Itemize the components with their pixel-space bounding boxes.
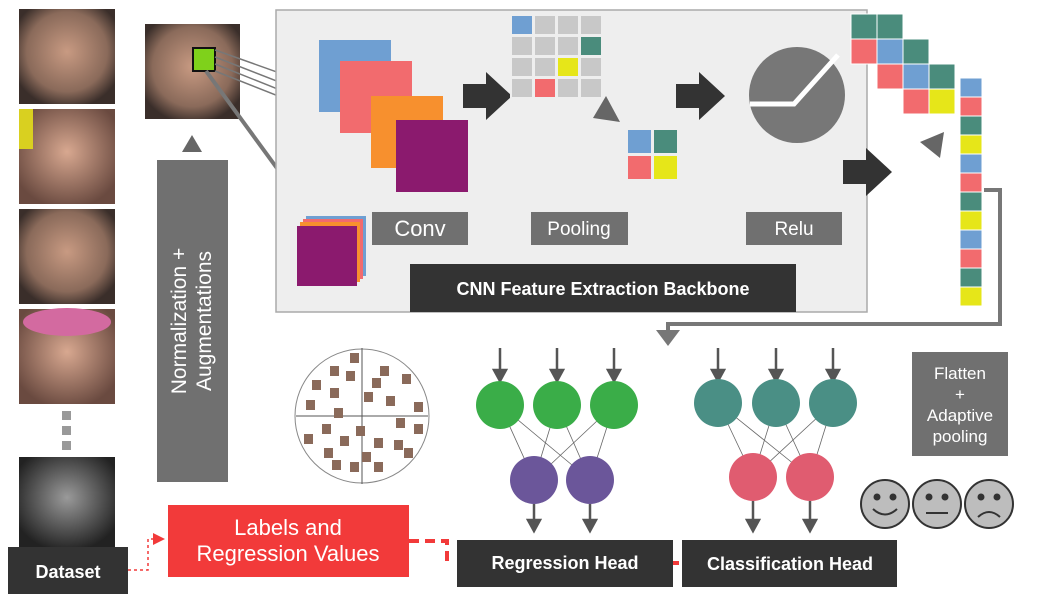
classification-output-node-2 <box>786 453 834 501</box>
dataset-label: Dataset <box>35 562 100 582</box>
normalization-label-line2: Augmentations <box>193 251 216 391</box>
arrow-relu-to-output <box>843 148 892 196</box>
regression-input-node-2 <box>533 381 581 429</box>
pooling-label: Pooling <box>547 219 610 240</box>
pooling-label-box <box>531 212 628 245</box>
flatten-label-3: Adaptive <box>927 406 993 425</box>
arrow-pool-to-relu <box>676 72 725 120</box>
arrow-conv-to-grid <box>463 72 512 120</box>
face-image-1 <box>19 9 115 104</box>
classification-input-node-2 <box>752 379 800 427</box>
circumplex-plot <box>294 348 430 484</box>
relu-label: Relu <box>774 219 813 240</box>
regression-network <box>476 348 638 534</box>
relu-label-box <box>746 212 842 245</box>
vector-to-heads-connector <box>666 188 1002 334</box>
dataset-to-labels-connector <box>128 533 165 571</box>
classification-input-node-1 <box>694 379 742 427</box>
crop-patch <box>192 47 216 72</box>
backbone-title: CNN Feature Extraction Backbone <box>456 279 749 299</box>
regression-head-label: Regression Head <box>491 553 638 573</box>
labels-box <box>168 505 409 577</box>
face-image-2 <box>19 109 115 204</box>
flattened-vector <box>959 77 983 307</box>
flatten-label-1: Flatten <box>934 364 986 383</box>
face-image-3 <box>19 209 115 304</box>
regression-input-node-1 <box>476 381 524 429</box>
flatten-label-2: + <box>955 385 965 404</box>
labels-box-line1: Labels and <box>234 515 342 540</box>
classification-head-box <box>682 540 897 587</box>
happy-face-icon <box>860 479 910 529</box>
labels-box-line2: Regression Values <box>196 541 379 566</box>
conv-kernel-cube <box>297 216 366 286</box>
conv-label: Conv <box>394 216 445 241</box>
pooled-grid <box>626 128 679 181</box>
ellipsis-dots <box>62 411 71 450</box>
regression-input-node-3 <box>590 381 638 429</box>
classification-network <box>694 348 857 534</box>
conv-feature-maps <box>319 40 468 192</box>
up-arrow <box>182 135 202 152</box>
sad-face-icon <box>964 479 1014 529</box>
pooling-arrow <box>593 96 620 122</box>
classification-output-node-1 <box>729 453 777 501</box>
face-image-5 <box>19 457 115 547</box>
classification-input-node-3 <box>809 379 857 427</box>
feature-grid <box>510 14 603 99</box>
flatten-arrow <box>920 132 944 158</box>
flatten-box <box>912 352 1008 456</box>
output-feature-maps <box>850 13 956 115</box>
conv-label-box <box>372 212 468 245</box>
dataset-images <box>19 9 115 547</box>
regression-head-box <box>457 540 673 587</box>
labels-to-heads-connector <box>409 539 449 563</box>
regression-output-node-2 <box>566 456 614 504</box>
normalization-box <box>157 160 228 482</box>
flatten-label-4: pooling <box>933 427 988 446</box>
emotion-faces <box>860 479 1014 529</box>
regression-output-node-1 <box>510 456 558 504</box>
neutral-face-icon <box>912 479 962 529</box>
backbone-title-box <box>410 264 796 312</box>
classification-head-label: Classification Head <box>707 554 873 574</box>
dataset-label-box <box>8 547 128 594</box>
normalization-label-line1: Normalization + <box>168 248 191 394</box>
